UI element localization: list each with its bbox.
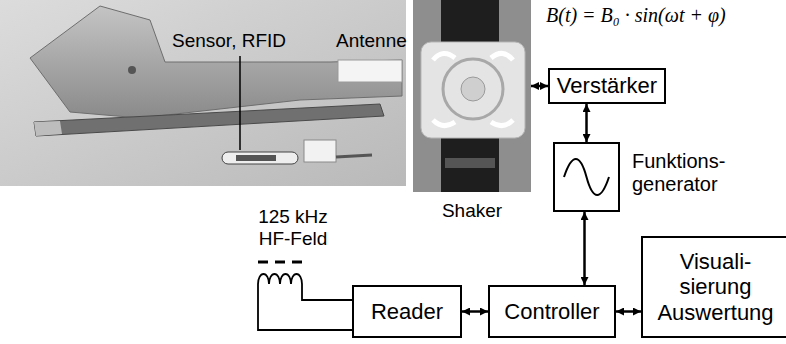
node-text: Visuali- sierung Auswertung	[643, 249, 786, 325]
part-label: Sensor, RFID	[172, 30, 286, 52]
formula-label: B(t) = B₀ · sin(ωt + φ)	[546, 4, 726, 27]
function-generator-box: Funktions- generator	[553, 142, 620, 212]
connector-arrow	[616, 310, 641, 313]
field-label: 125 kHz HF-Feld	[248, 206, 338, 250]
node-text: Controller	[504, 299, 599, 324]
wire	[258, 284, 352, 330]
reader-box: Reader	[352, 285, 462, 338]
amplifier-box: Verstärker	[548, 68, 666, 104]
node-text: Reader	[371, 299, 443, 324]
shaker-node: Shaker	[413, 0, 531, 192]
node-text: Verstärker	[557, 73, 657, 98]
leader-line	[239, 56, 241, 150]
node-label: Funktions- generator	[632, 150, 744, 196]
connector-arrow	[583, 212, 586, 285]
controller-box: Controller	[488, 285, 616, 338]
node-label: Shaker	[413, 200, 531, 222]
part-label: Antenne	[336, 30, 407, 52]
connector-arrow	[462, 310, 488, 313]
wire	[302, 284, 352, 300]
implant-photo	[0, 0, 406, 186]
connector-arrow	[585, 104, 588, 142]
shaker-photo	[413, 0, 531, 192]
connector-arrow	[531, 85, 548, 88]
visualization-box: Visuali- sierung Auswertung	[641, 236, 786, 338]
